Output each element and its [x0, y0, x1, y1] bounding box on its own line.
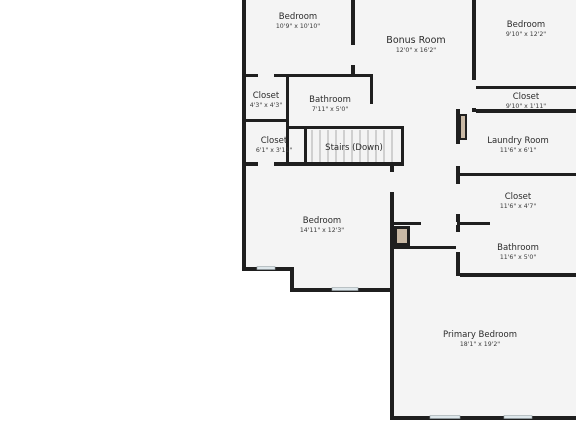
- room-dims: 9'10" x 12'2": [506, 31, 546, 38]
- room-dims: 4'3" x 4'3": [250, 102, 283, 109]
- room-labels: Bedroom 10'9" x 10'10" Bonus Room 12'0" …: [250, 12, 549, 348]
- stair-treads: [311, 130, 393, 162]
- room-name: Bedroom: [279, 12, 317, 22]
- room-dims: 11'6" x 4'7": [500, 203, 537, 210]
- room-name: Bathroom: [497, 243, 539, 253]
- room-dims: 6'1" x 3'11": [256, 147, 293, 154]
- room-dims: 11'6" x 5'0": [500, 254, 537, 261]
- windows: [256, 266, 533, 419]
- room-dims: 7'11" x 5'0": [312, 106, 349, 113]
- room-name: Bedroom: [507, 20, 545, 30]
- walls: [242, 0, 576, 420]
- room-name: Closet: [513, 92, 540, 102]
- room-name: Closet: [505, 192, 532, 202]
- room-name: Stairs (Down): [325, 143, 383, 153]
- room-name: Closet: [253, 91, 280, 101]
- room-dims: 11'6" x 6'1": [500, 147, 537, 154]
- room-name: Laundry Room: [487, 136, 549, 146]
- room-name: Bonus Room: [386, 35, 445, 46]
- room-dims: 9'10" x 1'11": [506, 103, 546, 110]
- room-dims: 10'9" x 10'10": [276, 23, 320, 30]
- room-name: Closet: [261, 136, 288, 146]
- room-name: Bedroom: [303, 216, 341, 226]
- doors: [258, 45, 520, 252]
- room-dims: 14'11" x 12'3": [300, 227, 344, 234]
- room-name: Bathroom: [309, 95, 351, 105]
- room-dims: 12'0" x 16'2": [396, 47, 436, 54]
- room-dims: 18'1" x 19'2": [460, 341, 500, 348]
- room-name: Primary Bedroom: [443, 330, 517, 340]
